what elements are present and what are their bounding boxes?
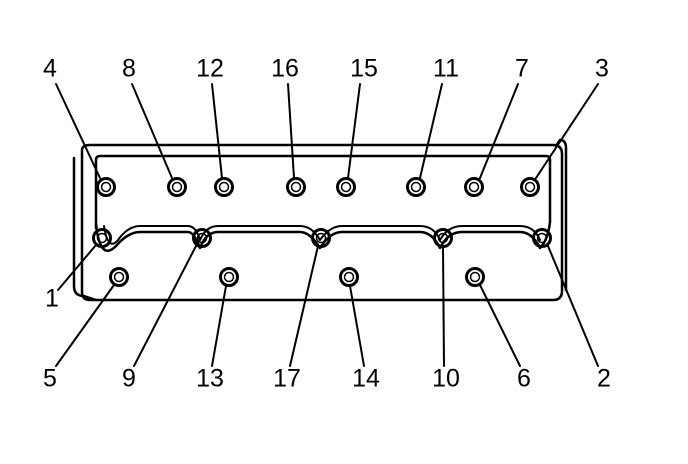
bolt-hole-15 [336, 177, 356, 197]
bolt-hole-12 [214, 177, 234, 197]
bolt-label-2: 2 [597, 365, 611, 393]
bolt-head-12 [218, 181, 230, 193]
bolt-head-3 [524, 181, 536, 193]
bolt-head-7 [468, 181, 480, 193]
leader-line-16 [287, 83, 295, 179]
leader-line-4 [55, 83, 101, 179]
bolt-label-14: 14 [352, 365, 380, 393]
bolt-layer [92, 177, 552, 287]
bolt-label-8: 8 [122, 55, 136, 83]
leader-line-14 [349, 285, 365, 367]
bolt-hole-9 [192, 228, 212, 248]
bolt-label-7: 7 [515, 55, 529, 83]
leader-line-10 [442, 246, 445, 367]
bolt-label-15: 15 [350, 55, 378, 83]
bolt-hole-5 [109, 267, 129, 287]
bolt-label-11: 11 [433, 55, 459, 83]
bolt-hole-17 [311, 228, 331, 248]
leader-line-5 [55, 284, 115, 367]
bolt-head-15 [340, 181, 352, 193]
leader-line-2 [547, 245, 599, 367]
bolt-label-16: 16 [271, 55, 299, 83]
leader-line-3 [535, 83, 599, 179]
leader-line-13 [211, 285, 227, 367]
bolt-hole-13 [219, 267, 239, 287]
bolt-head-9 [196, 232, 208, 244]
bolt-label-6: 6 [517, 365, 531, 393]
bolt-label-9: 9 [122, 365, 136, 393]
bolt-label-13: 13 [196, 365, 224, 393]
leader-line-7 [479, 83, 519, 179]
bolt-label-17: 17 [273, 365, 301, 393]
bolt-head-11 [410, 181, 422, 193]
bolt-hole-6 [465, 267, 485, 287]
bolt-head-2 [536, 232, 548, 244]
bolt-hole-11 [406, 177, 426, 197]
bolt-hole-8 [167, 177, 187, 197]
gasket-lobes [94, 220, 552, 252]
bolt-label-5: 5 [43, 365, 57, 393]
leader-line-12 [211, 83, 223, 179]
leader-line-11 [419, 83, 443, 179]
bolt-hole-1 [92, 228, 112, 248]
bolt-head-13 [223, 271, 235, 283]
bolt-head-6 [469, 271, 481, 283]
bolt-head-1 [96, 232, 108, 244]
bolt-head-10 [437, 232, 449, 244]
leader-line-1 [57, 244, 97, 291]
bolt-hole-16 [286, 177, 306, 197]
leader-line-9 [133, 245, 197, 367]
leader-layer [55, 83, 599, 367]
bolt-hole-4 [96, 177, 116, 197]
bolt-head-17 [315, 232, 327, 244]
leader-line-8 [131, 83, 173, 179]
cylinder-head-outline [72, 138, 568, 302]
leader-line-6 [479, 284, 521, 367]
bolt-head-5 [113, 271, 125, 283]
bolt-hole-3 [520, 177, 540, 197]
bolt-head-16 [290, 181, 302, 193]
bolt-head-4 [100, 181, 112, 193]
bolt-label-4: 4 [43, 55, 57, 83]
bolt-head-14 [343, 271, 355, 283]
leader-line-17 [289, 245, 319, 367]
bolt-label-3: 3 [595, 55, 609, 83]
bolt-hole-7 [464, 177, 484, 197]
bolt-hole-2 [532, 228, 552, 248]
bolt-label-10: 10 [432, 365, 460, 393]
leader-line-15 [347, 83, 361, 179]
bolt-head-8 [171, 181, 183, 193]
bolt-hole-14 [339, 267, 359, 287]
bolt-label-1: 1 [45, 285, 59, 313]
bolt-label-12: 12 [196, 55, 224, 83]
